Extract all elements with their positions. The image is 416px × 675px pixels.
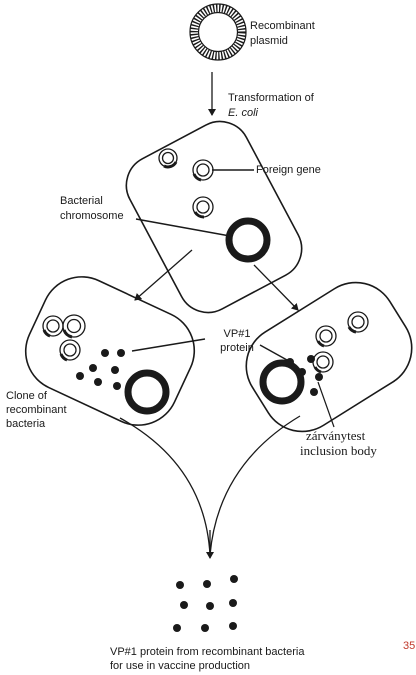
plasmid-label-line1: Recombinant: [250, 20, 315, 33]
chromosome-label-line1: Bacterial: [60, 195, 103, 208]
inclusion-body-label-hu: zárványtest: [306, 428, 365, 443]
plasmid-label-line2: plasmid: [250, 35, 288, 48]
clone-label-line3: bacteria: [6, 418, 45, 431]
protein-label-line2: protein: [212, 342, 262, 355]
left-branch-arrow: [135, 250, 192, 300]
caption-line1: VP#1 protein from recombinant bacteria: [110, 646, 304, 659]
page-number: 35: [403, 640, 415, 652]
protein-leader-right: [260, 345, 287, 360]
chromosome-leader: [136, 219, 230, 236]
inclusion-body-leader: [318, 382, 334, 427]
transformation-label-line1: Transformation of: [228, 92, 314, 105]
recombinant-plasmid: [190, 4, 246, 60]
transformation-label-line2: E. coli: [228, 107, 258, 120]
clone-label-line2: recombinant: [6, 404, 67, 417]
chromosome-label-line2: chromosome: [60, 210, 124, 223]
caption-line2: for use in vaccine production: [110, 660, 250, 673]
purified-protein-dots: [173, 575, 238, 632]
right-clone-bacterium: [231, 267, 416, 446]
right-converge-curve: [210, 416, 300, 555]
foreign-gene-label: Foreign gene: [256, 164, 321, 177]
left-converge-curve: [120, 418, 210, 555]
protein-label-line1: VP#1: [212, 328, 262, 341]
inclusion-body-label-en: inclusion body: [300, 443, 377, 458]
clone-label-line1: Clone of: [6, 390, 47, 403]
